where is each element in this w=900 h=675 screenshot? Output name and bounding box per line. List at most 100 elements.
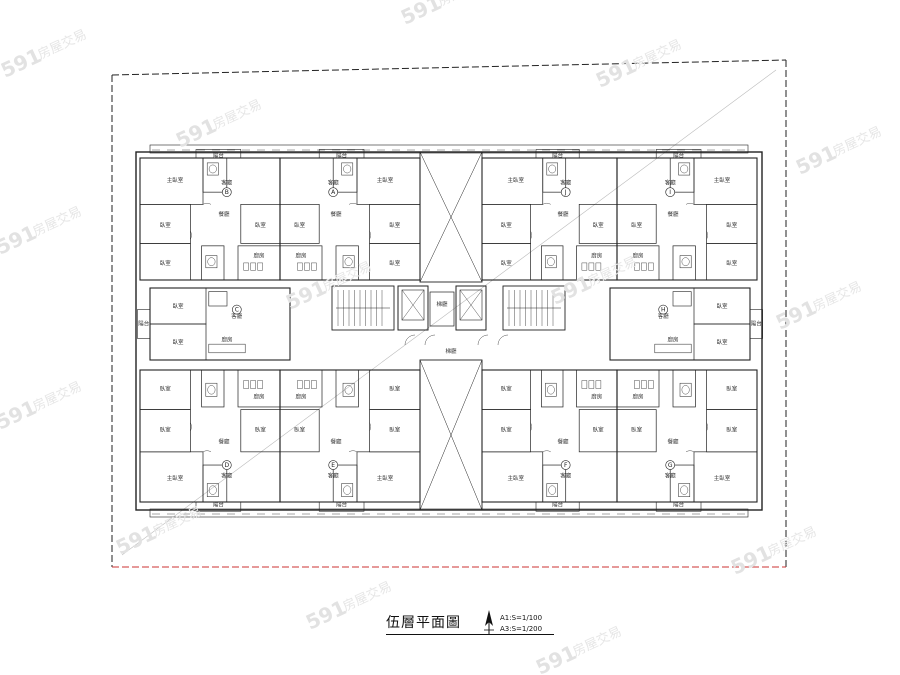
bedroom xyxy=(616,409,657,453)
stove-burner xyxy=(641,380,647,389)
dining-label: 餐廳 xyxy=(667,210,679,218)
stove-burner xyxy=(243,262,249,271)
bedroom xyxy=(279,409,320,453)
master-bedroom-label: 主臥室 xyxy=(507,176,524,184)
living-label: 客廳 xyxy=(328,178,340,186)
kitchen-label: 廚房 xyxy=(253,392,265,400)
stove-burner xyxy=(648,380,654,389)
bath-fixture xyxy=(545,382,557,397)
toilet-fixture xyxy=(548,485,557,495)
unit-marker xyxy=(232,304,242,315)
master-bedroom-label: 主臥室 xyxy=(714,176,731,184)
bedroom xyxy=(706,369,758,410)
stair-well xyxy=(331,285,395,331)
balcony-label: 陽台 xyxy=(213,501,225,509)
master-bedroom-label: 主臥室 xyxy=(377,474,394,482)
stove-burner xyxy=(243,380,249,389)
bathroom xyxy=(201,369,225,408)
toilet-fixture xyxy=(548,164,557,174)
balcony-label: 陽台 xyxy=(552,501,564,509)
unit-letter: B xyxy=(225,189,229,196)
toilet-fixture xyxy=(208,164,217,174)
bedroom-label: 臥室 xyxy=(726,221,738,229)
kitchen-counter xyxy=(208,343,246,354)
watermark-text: 房屋交易 xyxy=(630,36,684,72)
balcony xyxy=(535,501,580,512)
stove-burner xyxy=(634,380,640,389)
corridor-label: 梯廳 xyxy=(445,347,457,355)
bathroom xyxy=(208,291,228,307)
kitchen-label: 廚房 xyxy=(591,392,603,400)
stove-burner xyxy=(257,380,263,389)
balcony-label: 陽台 xyxy=(213,152,225,160)
unit-marker xyxy=(665,460,676,470)
living-label: 客廳 xyxy=(560,178,572,186)
toilet-fixture xyxy=(680,485,689,495)
scale-a3: A3:S=1/200 xyxy=(500,625,543,633)
toilet-fixture xyxy=(344,385,353,395)
elevator-2 xyxy=(455,285,487,331)
bath-fixture xyxy=(341,483,354,497)
stove-burner xyxy=(581,262,588,271)
balcony xyxy=(195,501,242,512)
elevator-shaft xyxy=(397,285,429,331)
door-swing xyxy=(497,334,509,346)
bathroom xyxy=(335,369,359,408)
bedroom-label: 臥室 xyxy=(631,221,643,229)
toilet-fixture xyxy=(208,485,217,495)
toilet-fixture xyxy=(547,385,555,395)
bedroom xyxy=(706,243,758,281)
door-swing xyxy=(369,422,371,431)
master-bedroom-label: 主臥室 xyxy=(167,474,184,482)
dining-label: 餐廳 xyxy=(218,210,230,218)
elevator-car xyxy=(401,289,425,321)
watermark-text: 房屋交易 xyxy=(210,96,264,132)
kitchen-label: 廚房 xyxy=(591,252,603,260)
unit-letter: C xyxy=(235,307,239,314)
bath-fixture xyxy=(678,162,691,176)
scale-a1: A1:S=1/100 xyxy=(500,614,543,622)
watermark-text: 房屋交易 xyxy=(765,523,819,559)
bedroom-label: 臥室 xyxy=(631,425,643,433)
bedroom-label: 臥室 xyxy=(389,259,401,267)
unit-letter: F xyxy=(564,462,568,469)
bedroom-label: 臥室 xyxy=(172,302,184,310)
living-label: 客廳 xyxy=(221,178,233,186)
watermark-text: 房屋交易 xyxy=(570,623,624,659)
door-swing xyxy=(348,203,358,205)
floor-title: 伍層平面圖 xyxy=(386,615,461,631)
bedroom-label: 臥室 xyxy=(501,221,513,229)
stove-burner xyxy=(581,380,588,389)
unit-marker xyxy=(328,187,339,197)
unit-letter: D xyxy=(224,462,229,469)
bedroom xyxy=(139,243,191,281)
stove-burner xyxy=(634,262,640,271)
door-swing xyxy=(685,450,695,453)
facade-windows xyxy=(152,149,745,515)
watermark-text: 房屋交易 xyxy=(435,0,489,10)
stove-burner xyxy=(297,380,303,389)
bath-fixture xyxy=(205,255,218,269)
stair-well xyxy=(502,285,566,331)
balcony-label: 陽台 xyxy=(138,319,150,327)
bedroom xyxy=(616,204,657,244)
north-arrow-icon xyxy=(484,610,494,634)
kitchen xyxy=(279,245,323,281)
bath-fixture xyxy=(342,382,355,397)
living-label: 客廳 xyxy=(231,312,243,320)
stove-burner xyxy=(304,380,310,389)
bedroom xyxy=(149,323,207,361)
bedroom-label: 臥室 xyxy=(501,259,513,267)
door-swing xyxy=(706,231,708,240)
balcony-label: 陽台 xyxy=(673,152,685,160)
site-boundary xyxy=(111,59,787,567)
bedroom-label: 臥室 xyxy=(501,425,513,433)
